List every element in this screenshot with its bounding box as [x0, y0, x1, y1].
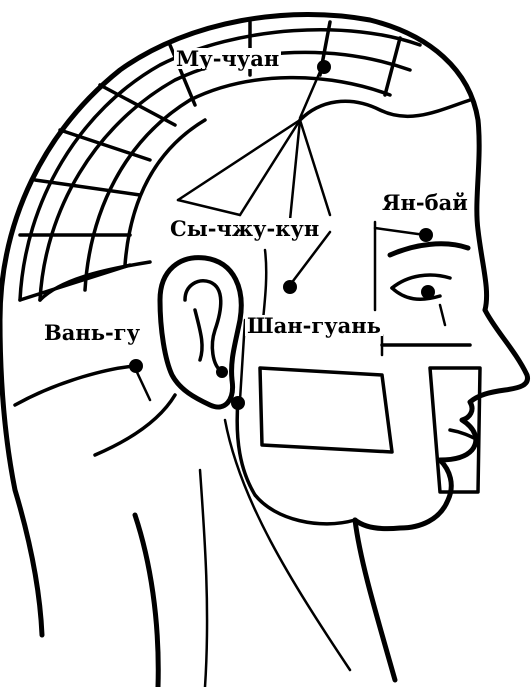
mu-chuan-point — [317, 60, 331, 74]
ear-inner — [185, 281, 222, 372]
eye-upper — [392, 275, 450, 288]
hairline — [40, 262, 150, 300]
yan-bai-label: Ян-бай — [380, 192, 470, 213]
yan-bai-point — [419, 228, 433, 242]
eyebrow — [390, 244, 468, 255]
van-gu-point — [129, 359, 143, 373]
temple-line — [178, 200, 240, 215]
scalp-radial — [100, 85, 175, 125]
neck-muscle — [225, 420, 350, 670]
eye-line — [440, 305, 445, 325]
back-hair-line — [95, 395, 175, 455]
jaw-line — [237, 400, 355, 524]
cheek-region — [260, 368, 392, 452]
syi-chzhu-kun-label: Сы-чжу-кун — [168, 218, 321, 239]
yan-bai-leader — [375, 228, 425, 235]
shan-guan-point — [231, 396, 245, 410]
ear-inner-fold — [195, 310, 202, 360]
syi-chzhu-kun-point — [283, 280, 297, 294]
temple-line — [178, 120, 300, 200]
shan-guan-label: Шан-гуань — [245, 315, 383, 336]
neck-back — [135, 515, 158, 687]
mu-chuan-label: Му-чуан — [174, 48, 281, 69]
back-hair-boundary — [15, 366, 135, 405]
ear-lobe-point — [216, 366, 228, 378]
neck-front — [355, 520, 395, 680]
neck-line — [200, 470, 207, 687]
van-gu-label: Вань-гу — [42, 322, 142, 343]
front-hairline — [300, 100, 470, 120]
pupil — [421, 285, 435, 299]
scalp-radial — [35, 180, 140, 195]
scalp-arc-4 — [125, 120, 205, 265]
temple-line — [300, 120, 330, 215]
